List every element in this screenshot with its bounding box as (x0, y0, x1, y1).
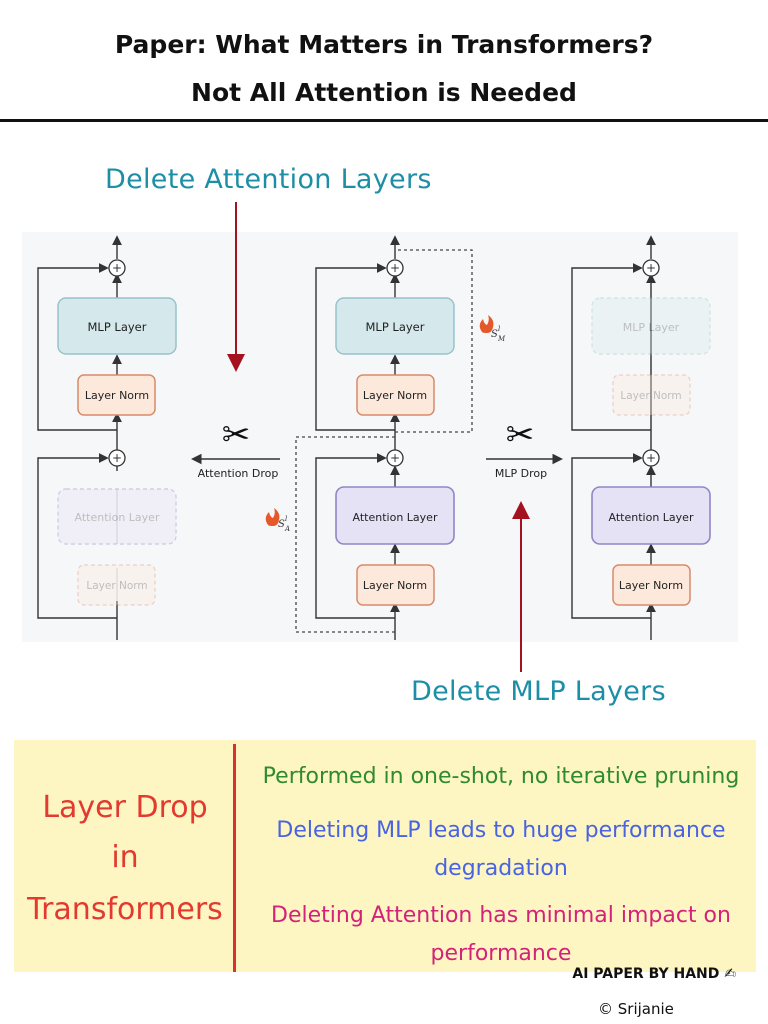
fire-icon (479, 315, 494, 333)
page-title-line2: Not All Attention is Needed (191, 78, 577, 107)
attention-layer-label: Attention Layer (609, 511, 694, 524)
layer-norm-label: Layer Norm (85, 389, 149, 402)
svg-text:A: A (284, 525, 290, 533)
attention-score-marker: S l A (265, 508, 290, 533)
delete-attention-callout: Delete Attention Layers (105, 164, 432, 195)
middle-stack: + + MLP Layer Layer Norm Attention Layer… (265, 235, 506, 640)
title-divider (0, 119, 768, 122)
delete-mlp-callout: Delete MLP Layers (411, 676, 666, 707)
writing-hand-icon: ✍ (719, 966, 736, 982)
summary-divider (233, 744, 236, 972)
summary-heading-line3: Transformers (27, 892, 223, 927)
svg-text:+: + (112, 261, 122, 275)
svg-text:+: + (112, 451, 122, 465)
svg-text:l: l (285, 515, 287, 523)
svg-text:+: + (646, 261, 656, 275)
residual-add-icon (386, 449, 404, 467)
attention-drop-arrow: ✂ Attention Drop (191, 415, 280, 480)
left-stack: + + MLP Layer Layer Norm Attention Layer… (37, 235, 177, 640)
mlp-layer-label: MLP Layer (623, 321, 680, 334)
mlp-score-marker: S l M (479, 315, 506, 343)
residual-add-icon (108, 449, 126, 467)
layer-norm-label: Layer Norm (619, 579, 683, 592)
credit-label: © Srijanie (598, 1000, 674, 1018)
fire-icon (265, 508, 280, 526)
svg-text:+: + (390, 261, 400, 275)
brand-label: AI PAPER BY HAND ✍ (572, 966, 736, 982)
attention-drop-label: Attention Drop (198, 467, 279, 480)
svg-text:S: S (278, 519, 285, 530)
layer-norm-label: Layer Norm (363, 579, 427, 592)
page-title-line1: Paper: What Matters in Transformers? (114, 30, 654, 59)
layer-norm-label: Layer Norm (363, 389, 427, 402)
residual-add-icon (108, 259, 126, 277)
mlp-drop-arrow: ✂ MLP Drop (486, 415, 563, 480)
scissors-icon: ✂ (506, 415, 535, 455)
attention-layer-label: Attention Layer (353, 511, 438, 524)
summary-heading-line1: Layer Drop (42, 790, 208, 825)
svg-text:+: + (646, 451, 656, 465)
summary-heading-line2: in (111, 840, 139, 875)
mlp-layer-label: MLP Layer (366, 320, 425, 334)
svg-text:S: S (491, 329, 498, 340)
summary-point-attention: Deleting Attention has minimal impact on… (271, 903, 731, 966)
residual-add-icon (642, 449, 660, 467)
attention-layer-label: Attention Layer (75, 511, 160, 524)
layer-norm-label: Layer Norm (86, 580, 147, 592)
mlp-layer-label: MLP Layer (88, 320, 147, 334)
residual-add-icon (386, 259, 404, 277)
layer-norm-label: Layer Norm (620, 390, 681, 402)
residual-add-icon (642, 259, 660, 277)
summary-point-one-shot: Performed in one-shot, no iterative prun… (262, 764, 740, 789)
right-stack: + + MLP Layer Layer Norm Attention Layer… (571, 235, 711, 640)
scissors-icon: ✂ (222, 415, 251, 455)
svg-text:+: + (390, 451, 400, 465)
summary-box (14, 740, 756, 972)
svg-text:l: l (498, 325, 500, 333)
mlp-drop-label: MLP Drop (495, 467, 547, 480)
svg-text:M: M (497, 335, 506, 343)
